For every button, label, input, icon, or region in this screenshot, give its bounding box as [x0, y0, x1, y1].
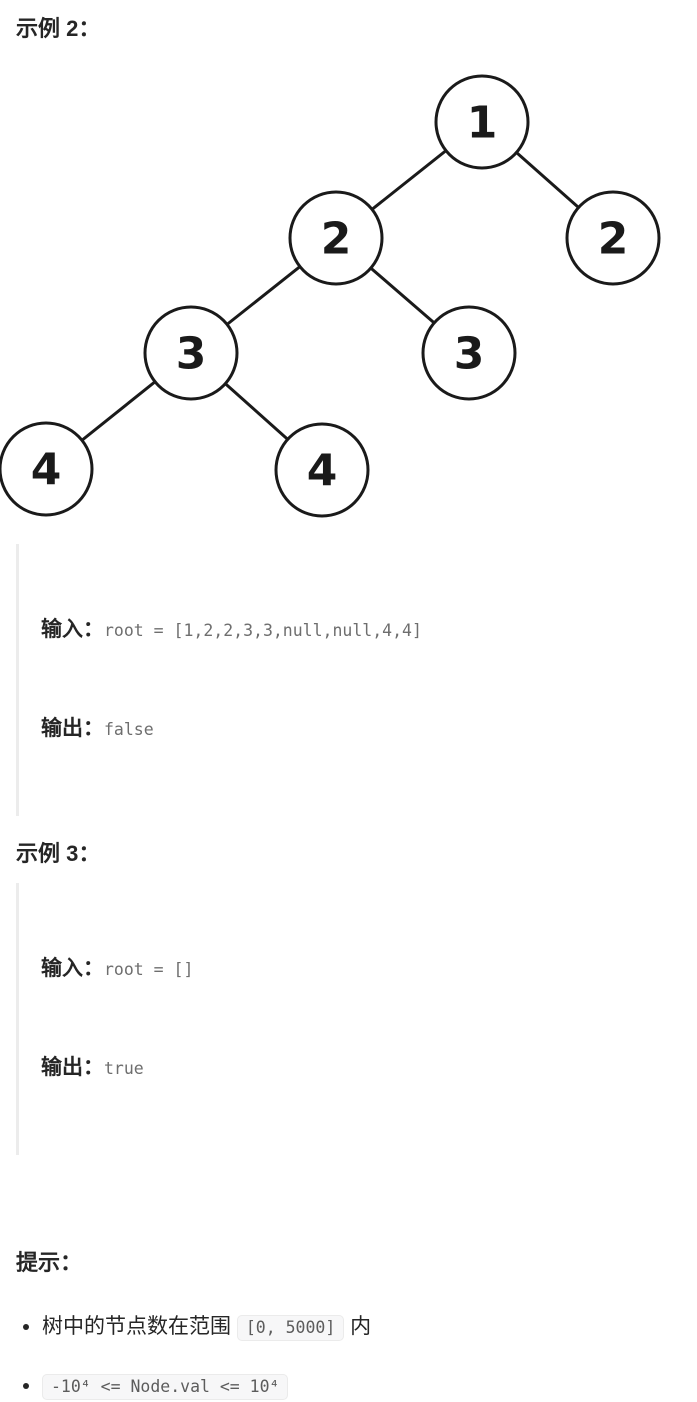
tree-node — [565, 190, 661, 286]
tree-node — [0, 421, 94, 517]
example-3-io-block: 输入：root = [] 输出：true — [16, 883, 681, 1155]
example-2-output-line: 输出：false — [41, 712, 681, 745]
tree-node-label: 3 — [454, 329, 485, 380]
output-value: true — [104, 1059, 144, 1078]
tree-node — [143, 305, 239, 401]
output-label: 输出： — [41, 717, 104, 740]
example-3-output-line: 输出：true — [41, 1051, 681, 1084]
tree-node-label: 4 — [307, 446, 338, 497]
binary-tree-diagram: 1 2 2 3 3 4 4 — [0, 74, 661, 518]
tree-node-label: 3 — [176, 329, 207, 380]
input-value: root = [1,2,2,3,3,null,null,4,4] — [104, 621, 422, 640]
tree-node — [288, 190, 384, 286]
example-3-heading: 示例 3： — [16, 841, 101, 866]
tree-node — [421, 305, 517, 401]
example-2-heading: 示例 2： — [16, 16, 101, 41]
output-label: 输出： — [41, 1056, 104, 1079]
input-value: root = [] — [104, 960, 194, 979]
output-value: false — [104, 720, 154, 739]
tree-node-label: 2 — [321, 214, 352, 265]
example-3-input-line: 输入：root = [] — [41, 952, 681, 985]
input-label: 输入： — [41, 618, 104, 641]
tree-node-label: 1 — [467, 98, 498, 149]
example-2-io-block: 输入：root = [1,2,2,3,3,null,null,4,4] 输出：f… — [16, 544, 681, 816]
constraint-text-prefix: 树中的节点数在范围 — [42, 1315, 237, 1338]
tree-node-label: 2 — [598, 214, 629, 265]
example-2-input-line: 输入：root = [1,2,2,3,3,null,null,4,4] — [41, 613, 681, 646]
constraint-item-node-count: 树中的节点数在范围 [0, 5000] 内 — [42, 1312, 681, 1343]
node-value-range-code: -10⁴ <= Node.val <= 10⁴ — [42, 1374, 289, 1400]
tree-node-label: 4 — [31, 445, 62, 496]
constraints-list: 树中的节点数在范围 [0, 5000] 内 -10⁴ <= Node.val <… — [16, 1312, 681, 1402]
constraint-text-suffix: 内 — [344, 1315, 372, 1338]
constraint-item-node-value: -10⁴ <= Node.val <= 10⁴ — [42, 1371, 681, 1402]
input-label: 输入： — [41, 957, 104, 980]
tree-node — [274, 422, 370, 518]
tree-node — [434, 74, 530, 170]
hints-heading: 提示： — [16, 1250, 83, 1275]
node-count-range-code: [0, 5000] — [236, 1315, 345, 1341]
